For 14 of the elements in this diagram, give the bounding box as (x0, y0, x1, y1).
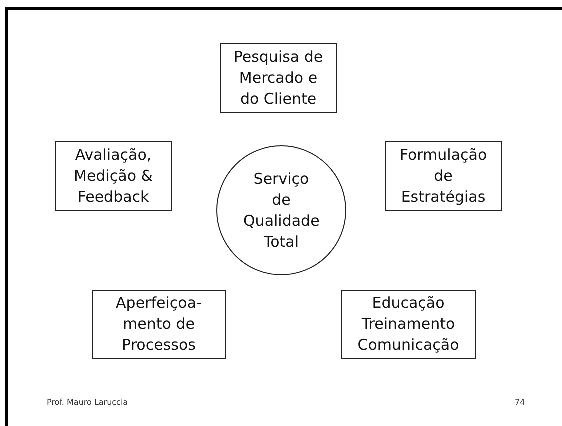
process-box (92, 290, 226, 359)
node-label: Serviço de Qualidade Total (244, 168, 320, 252)
process-box (55, 141, 172, 211)
process-box (220, 43, 337, 113)
node-label: Formulação de Estratégias (398, 144, 488, 208)
process-box (385, 141, 502, 211)
node-label: Educação Treinamento Comunicação (356, 293, 460, 356)
page-number: 74 (515, 398, 526, 407)
footer-author: Prof. Mauro Laruccia (47, 398, 128, 407)
circle-node (216, 145, 347, 276)
node-label: Aperfeiçoa- mento de Processos (115, 293, 203, 356)
node-label: Pesquisa de Mercado e do Cliente (232, 46, 324, 110)
node-label: Avaliação, Medição & Feedback (73, 144, 154, 208)
process-box (341, 290, 476, 359)
